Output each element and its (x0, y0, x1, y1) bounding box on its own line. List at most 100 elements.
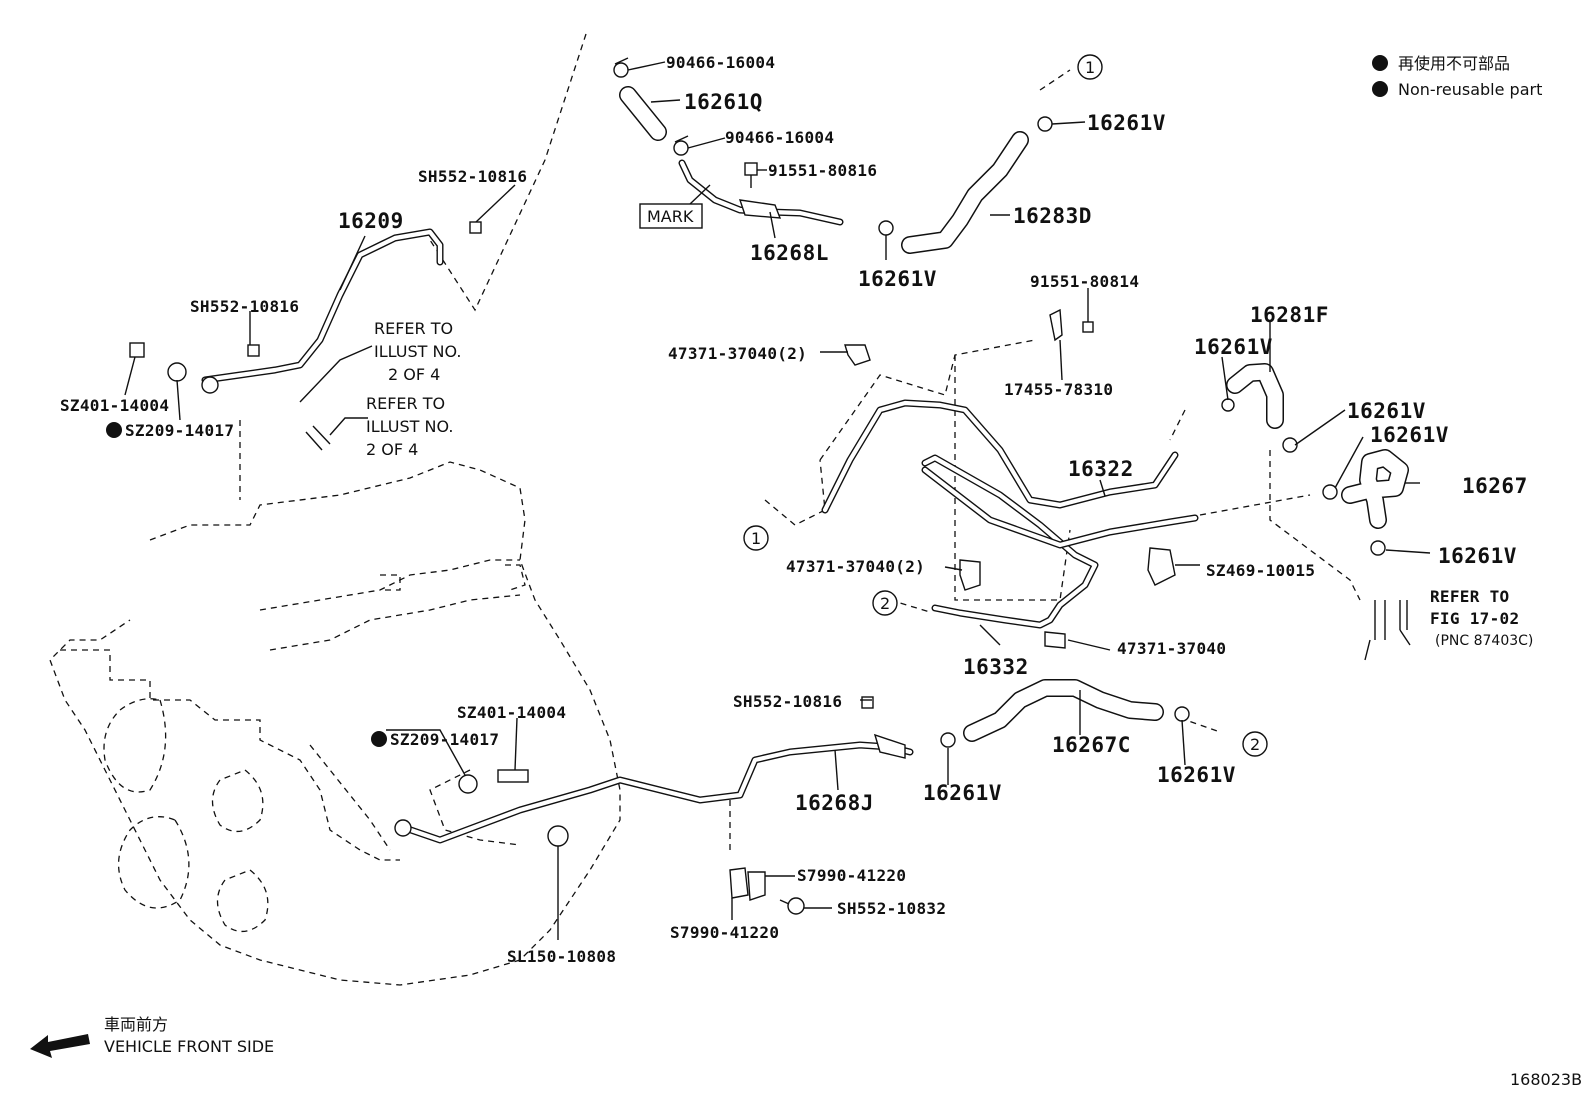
part-label: 16267C (1052, 733, 1131, 757)
figure-id: 168023B (1510, 1070, 1582, 1089)
hose-clip-icon (1370, 540, 1386, 556)
hose-clip-icon (940, 732, 956, 748)
part-label: S7990-41220 (670, 923, 779, 942)
non-reusable-dot-icon (1372, 55, 1388, 71)
clamp-icon (729, 867, 749, 899)
part-label: SH552-10816 (190, 297, 299, 316)
clamp-icon (1147, 547, 1176, 586)
part-label: 16283D (1013, 204, 1092, 228)
eye-fitting-icon (201, 376, 219, 394)
part-label: SH552-10832 (837, 899, 946, 918)
part-label: SZ401-14004 (60, 396, 169, 415)
bolt-icon (247, 344, 260, 357)
refer-note-line: ILLUST NO. (366, 417, 453, 436)
part-label: 47371-37040(2) (786, 557, 925, 576)
hose-clip-icon (1174, 706, 1190, 722)
hose-clip-icon (1322, 484, 1338, 500)
part-labels: 90466-16004 16261Q 90466-16004 91551-808… (60, 53, 1533, 966)
refer-note-line: (PNC 87403C) (1435, 633, 1533, 649)
mark-box: MARK (639, 184, 711, 229)
part-label: 16261V (1087, 111, 1166, 135)
ref-circle-1: 1 (751, 529, 761, 548)
front-label-jp: 車両前方 (104, 1015, 168, 1034)
circle-refs: 1 1 2 2 (743, 54, 1268, 757)
hose-clip-icon (1037, 116, 1053, 132)
refer-note-line: FIG 17-02 (1430, 609, 1519, 628)
hose-clip-icon (1282, 437, 1298, 453)
clamp-icon (613, 62, 629, 78)
part-label: SH552-10816 (733, 692, 842, 711)
part-label: 16322 (1068, 457, 1134, 481)
non-reusable-dot-icon (371, 731, 387, 747)
clip-icon (959, 559, 981, 591)
part-label: SZ469-10015 (1206, 561, 1315, 580)
refer-note-line: REFER TO (374, 319, 453, 338)
part-label: 16261Q (684, 90, 763, 114)
refer-note-line: ILLUST NO. (374, 342, 461, 361)
refer-note-line: REFER TO (366, 394, 445, 413)
non-reusable-dot-icon (1372, 81, 1388, 97)
bracket-icon (873, 733, 906, 759)
part-label: 17455-78310 (1004, 380, 1113, 399)
non-reusable-dot-icon (106, 422, 122, 438)
legend-jp: 再使用不可部品 (1398, 54, 1510, 73)
refer-note-line: REFER TO (1430, 587, 1509, 606)
part-label: 16261V (1347, 399, 1426, 423)
bracket-icon (738, 199, 782, 219)
part-label: 16261V (1438, 544, 1517, 568)
part-label: 16332 (963, 655, 1029, 679)
phantom-lines (239, 33, 1361, 850)
part-label: SH552-10816 (418, 167, 527, 186)
refer-note-line: 2 OF 4 (388, 365, 440, 384)
ref-circle-2: 2 (880, 594, 890, 613)
part-label: S7990-41220 (797, 866, 906, 885)
union-bolt-icon (129, 342, 145, 358)
union-bolt-icon (497, 769, 529, 783)
refer-note-line: 2 OF 4 (366, 440, 418, 459)
front-arrow-icon (30, 1034, 90, 1058)
bolt-icon (469, 221, 482, 234)
part-label: 90466-16004 (725, 128, 834, 147)
bolt-icon (744, 162, 758, 176)
part-label: SZ209-14017 (125, 421, 234, 440)
part-label: 47371-37040(2) (668, 344, 807, 363)
hoses (305, 86, 1411, 742)
part-label: 16261V (1157, 763, 1236, 787)
part-label: 90466-16004 (666, 53, 775, 72)
part-label: 16261V (923, 781, 1002, 805)
part-label: SZ209-14017 (390, 730, 499, 749)
part-label: 91551-80816 (768, 161, 877, 180)
mark-label: MARK (647, 207, 694, 226)
clamp-icon (673, 140, 689, 156)
bolt-icon (787, 897, 805, 915)
eye-fitting-icon (394, 819, 412, 837)
vehicle-front-indicator: 車両前方 VEHICLE FRONT SIDE (30, 1015, 274, 1058)
leader-lines (124, 61, 1431, 940)
clip-icon (1044, 631, 1066, 649)
part-label: 16268L (750, 241, 829, 265)
part-label: 16261V (1194, 335, 1273, 359)
bracket-icon (1049, 308, 1063, 342)
legend-en: Non-reusable part (1398, 80, 1542, 99)
part-label: SZ401-14004 (457, 703, 566, 722)
part-label: 16268J (795, 791, 874, 815)
bolt-icon (1082, 321, 1094, 333)
gasket-icon (458, 774, 478, 794)
ref-circle-2: 2 (1250, 735, 1260, 754)
hose-clip-icon (878, 220, 894, 236)
grommet-icon (547, 825, 569, 847)
part-label: 16261V (1370, 423, 1449, 447)
front-label-en: VEHICLE FRONT SIDE (104, 1037, 274, 1056)
ref-circle-1: 1 (1085, 58, 1095, 77)
legend: 再使用不可部品 Non-reusable part (1372, 54, 1542, 99)
part-label: 16267 (1462, 474, 1528, 498)
engine-outline (49, 461, 621, 986)
gasket-icon (167, 362, 187, 382)
part-label: 16281F (1250, 303, 1329, 327)
pipes (201, 159, 1199, 844)
clip-icon (844, 344, 871, 366)
hose-clip-icon (1221, 398, 1235, 412)
part-label: 47371-37040 (1117, 639, 1226, 658)
part-label: 16261V (858, 267, 937, 291)
